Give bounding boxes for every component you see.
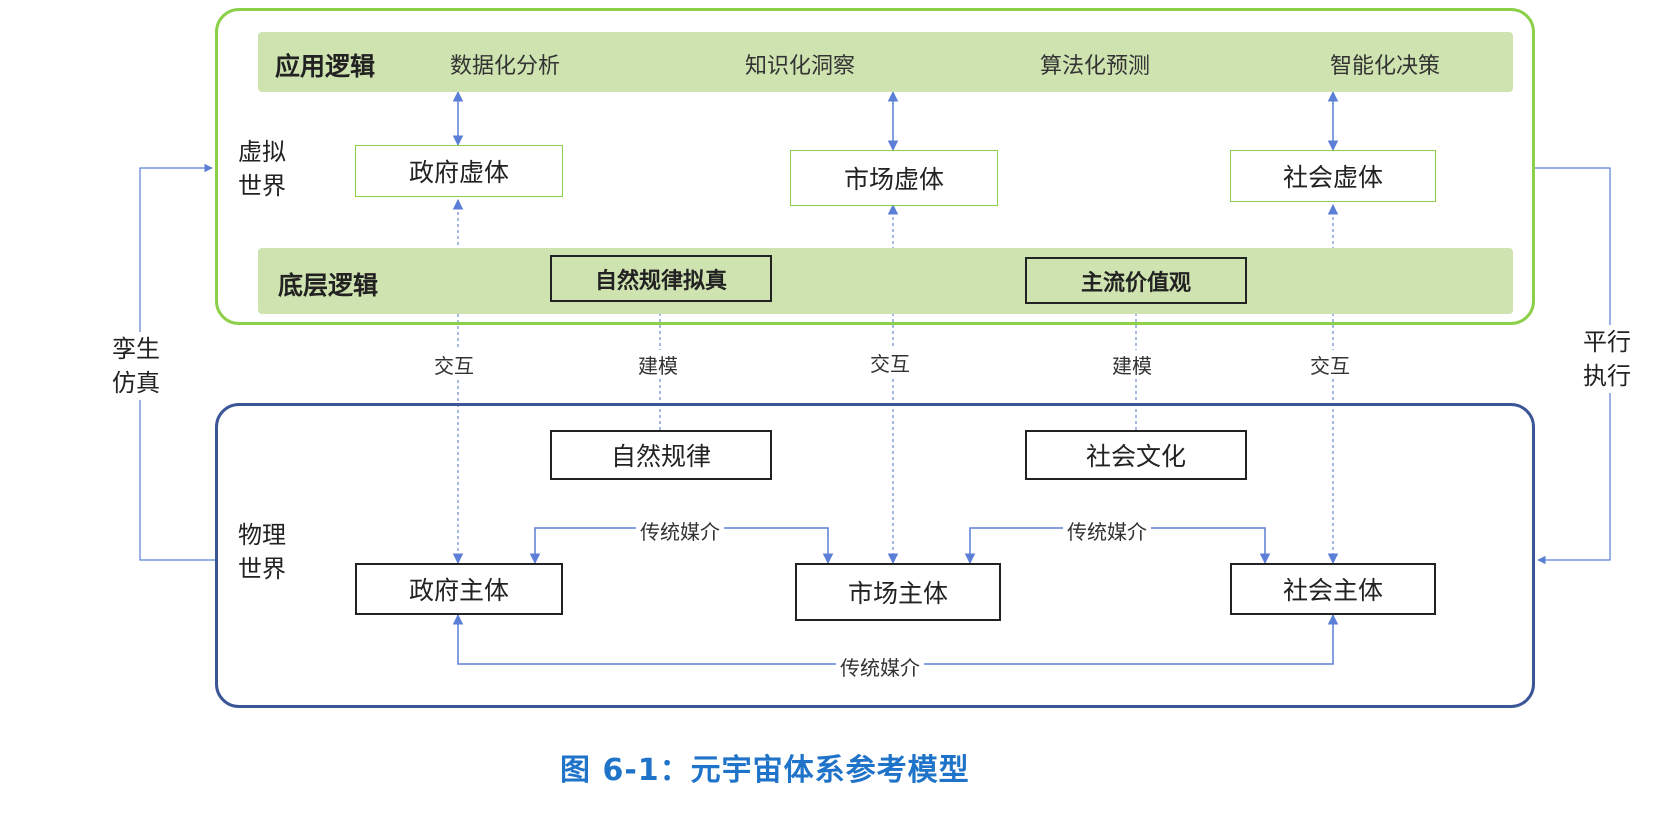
mainstream-values-box: 主流价值观 bbox=[1025, 257, 1247, 304]
parallel-execution-label: 平行 执行 bbox=[1583, 325, 1631, 393]
twin-simulation-label: 孪生 仿真 bbox=[112, 332, 160, 400]
social-virtual-entity: 社会虚体 bbox=[1230, 150, 1436, 202]
market-entity: 市场主体 bbox=[795, 563, 1001, 621]
social-entity: 社会主体 bbox=[1230, 563, 1436, 615]
virtual-world-frame bbox=[215, 8, 1535, 325]
modeling-label-nature: 建模 bbox=[634, 350, 682, 379]
nature-law-box: 自然规律 bbox=[550, 430, 772, 480]
media-label-gov-social: 传统媒介 bbox=[836, 652, 924, 681]
interaction-label-social: 交互 bbox=[1306, 350, 1354, 379]
physical-world-frame bbox=[215, 403, 1535, 708]
interaction-label-market: 交互 bbox=[866, 348, 914, 377]
media-label-gov-market: 传统媒介 bbox=[636, 516, 724, 545]
gov-virtual-entity: 政府虚体 bbox=[355, 145, 563, 197]
step-knowledge-insight: 知识化洞察 bbox=[745, 48, 856, 80]
nature-simulation-box: 自然规律拟真 bbox=[550, 255, 772, 302]
social-culture-box: 社会文化 bbox=[1025, 430, 1247, 480]
app-logic-label: 应用逻辑 bbox=[275, 52, 376, 81]
base-logic-band bbox=[258, 248, 1513, 314]
gov-entity: 政府主体 bbox=[355, 563, 563, 615]
interaction-label-gov: 交互 bbox=[430, 350, 478, 379]
base-logic-label: 底层逻辑 bbox=[278, 271, 379, 300]
step-data-analysis: 数据化分析 bbox=[450, 48, 561, 80]
virtual-world-label: 虚拟 世界 bbox=[238, 138, 286, 200]
market-virtual-entity: 市场虚体 bbox=[790, 150, 998, 206]
media-label-market-social: 传统媒介 bbox=[1063, 516, 1151, 545]
figure-caption: 图 6-1：元宇宙体系参考模型 bbox=[560, 753, 970, 788]
physical-world-label: 物理 世界 bbox=[238, 521, 286, 583]
step-intelligent-decision: 智能化决策 bbox=[1330, 48, 1441, 80]
app-logic-band bbox=[258, 32, 1513, 92]
modeling-label-culture: 建模 bbox=[1108, 350, 1156, 379]
step-algorithmic-prediction: 算法化预测 bbox=[1040, 48, 1151, 80]
